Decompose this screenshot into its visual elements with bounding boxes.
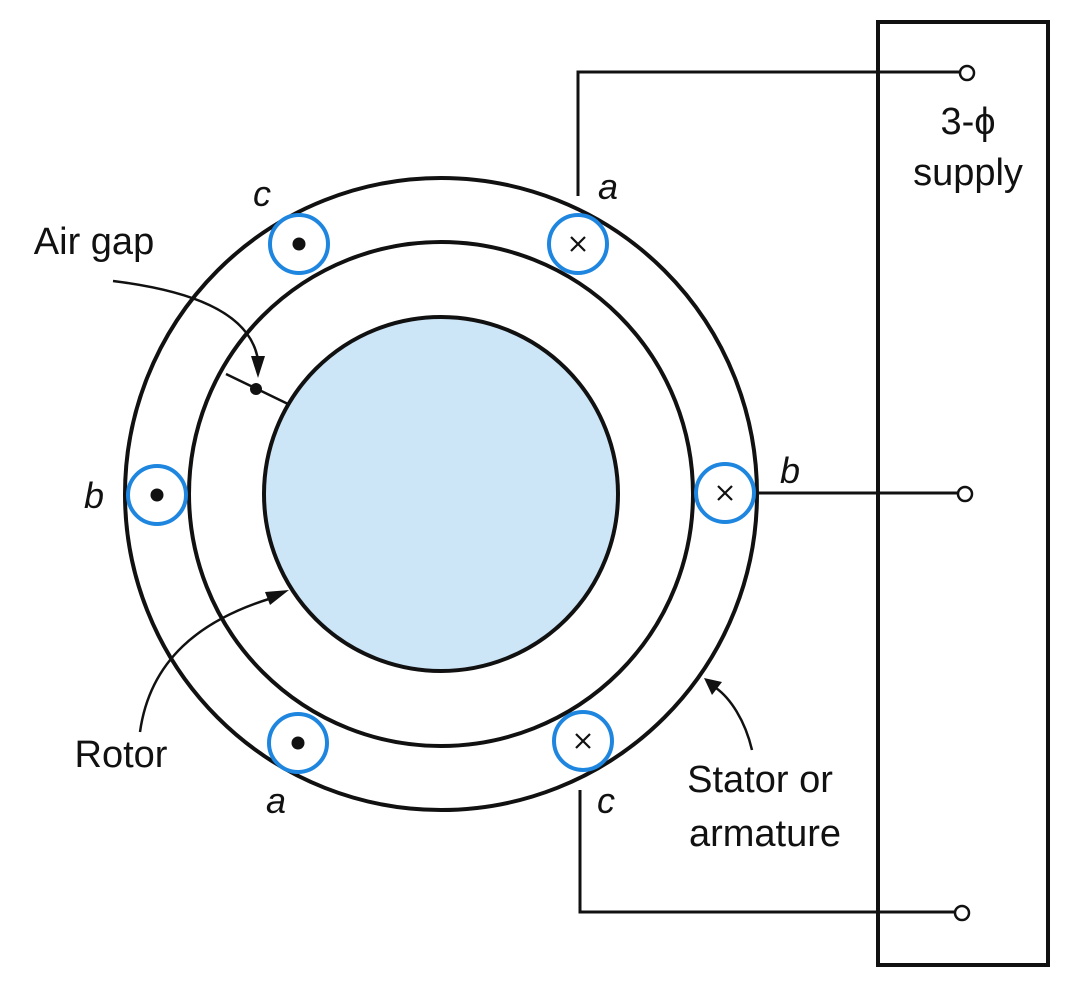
phase-label-c-bottom: c — [597, 780, 615, 821]
supply-box — [876, 20, 1050, 967]
stator-label-line1: Stator or — [687, 759, 833, 801]
air-gap-arrow — [112, 279, 260, 361]
dot-symbol — [292, 237, 306, 251]
supply-label-line2: supply — [913, 152, 1023, 194]
stator-label-line2: armature — [689, 813, 841, 855]
supply-terminals — [953, 64, 976, 922]
supply-label-line1: 3-ϕ — [940, 101, 995, 143]
rotor-arrowhead — [265, 590, 289, 605]
air-gap-indicator — [112, 279, 289, 406]
conductor-b-left — [126, 464, 188, 526]
dot-symbol — [291, 736, 305, 750]
stator-pointer — [704, 678, 754, 751]
cross-symbol — [717, 485, 733, 501]
air-gap-arrowhead — [251, 356, 265, 378]
rotor-label: Rotor — [75, 734, 168, 776]
stator-arrowhead — [704, 678, 722, 695]
conductor-a-bottom — [267, 712, 329, 774]
terminal-c — [953, 904, 971, 922]
phase-label-a-top: a — [598, 166, 618, 207]
phase-label-b-right: b — [780, 450, 800, 491]
cross-symbol — [575, 733, 591, 749]
cross-symbol — [570, 236, 586, 252]
terminal-b — [956, 485, 974, 503]
dot-symbol — [150, 488, 164, 502]
phase-label-c-top: c — [253, 173, 271, 214]
phase-label-b-left: b — [84, 475, 104, 516]
phase-label-a-bottom: a — [266, 780, 286, 821]
terminal-a — [958, 64, 976, 82]
air-gap-label: Air gap — [34, 221, 154, 263]
wire-phase-a — [576, 70, 960, 196]
rotor-pointer — [138, 590, 289, 733]
supply-wiring — [576, 70, 960, 914]
conductor-c-bottom — [552, 710, 614, 772]
conductor-a-top — [547, 213, 609, 275]
rotor — [262, 315, 620, 673]
conductor-b-right — [694, 462, 756, 524]
wire-phase-c — [578, 790, 955, 914]
conductor-c-top — [268, 213, 330, 275]
air-gap-dot — [250, 383, 262, 395]
